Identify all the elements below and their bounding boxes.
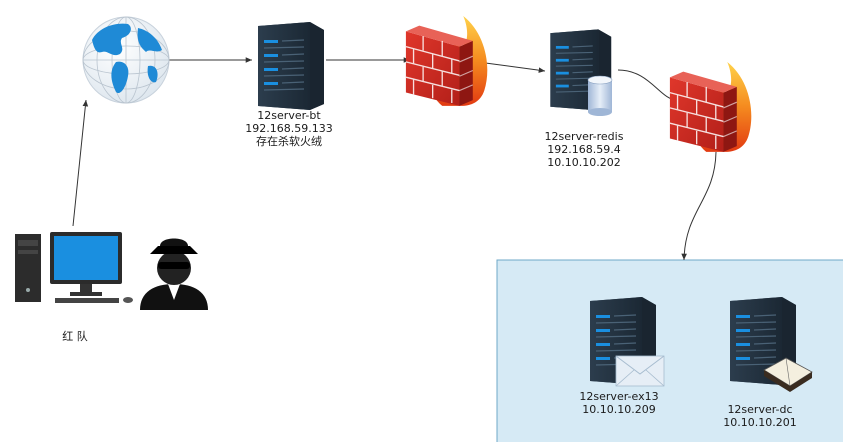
ex13-ip-label: 10.10.10.209 — [582, 403, 656, 416]
edge-attacker-to-internet — [72, 99, 89, 227]
edge-fw1-to-redis — [477, 61, 546, 73]
bt-name-label: 12server-bt — [257, 109, 321, 122]
bt-note-label: 存在杀软火绒 — [256, 135, 322, 148]
globe-icon — [82, 16, 170, 104]
redis-ip2-label: 10.10.10.202 — [547, 156, 621, 169]
redis-name-label: 12server-redis — [544, 130, 624, 143]
dc-ip-label: 10.10.10.201 — [723, 416, 797, 429]
bt-ip-label: 192.168.59.133 — [245, 122, 333, 135]
database-server-icon — [549, 28, 613, 116]
redis-ip1-label: 192.168.59.4 — [547, 143, 621, 156]
firewall-icon — [405, 15, 489, 107]
directory-server-icon — [729, 296, 813, 392]
firewall-icon — [669, 61, 753, 153]
edge-fw2-to-internal — [681, 151, 717, 261]
edge-redis-to-fw2 — [617, 69, 678, 103]
dc-name-label: 12server-dc — [727, 403, 793, 416]
ex13-name-label: 12server-ex13 — [579, 390, 659, 403]
mail-server-icon — [589, 296, 665, 387]
hacker-workstation-icon — [15, 232, 208, 310]
server-icon — [257, 21, 325, 110]
red-team-label: 红 队 — [62, 330, 88, 343]
